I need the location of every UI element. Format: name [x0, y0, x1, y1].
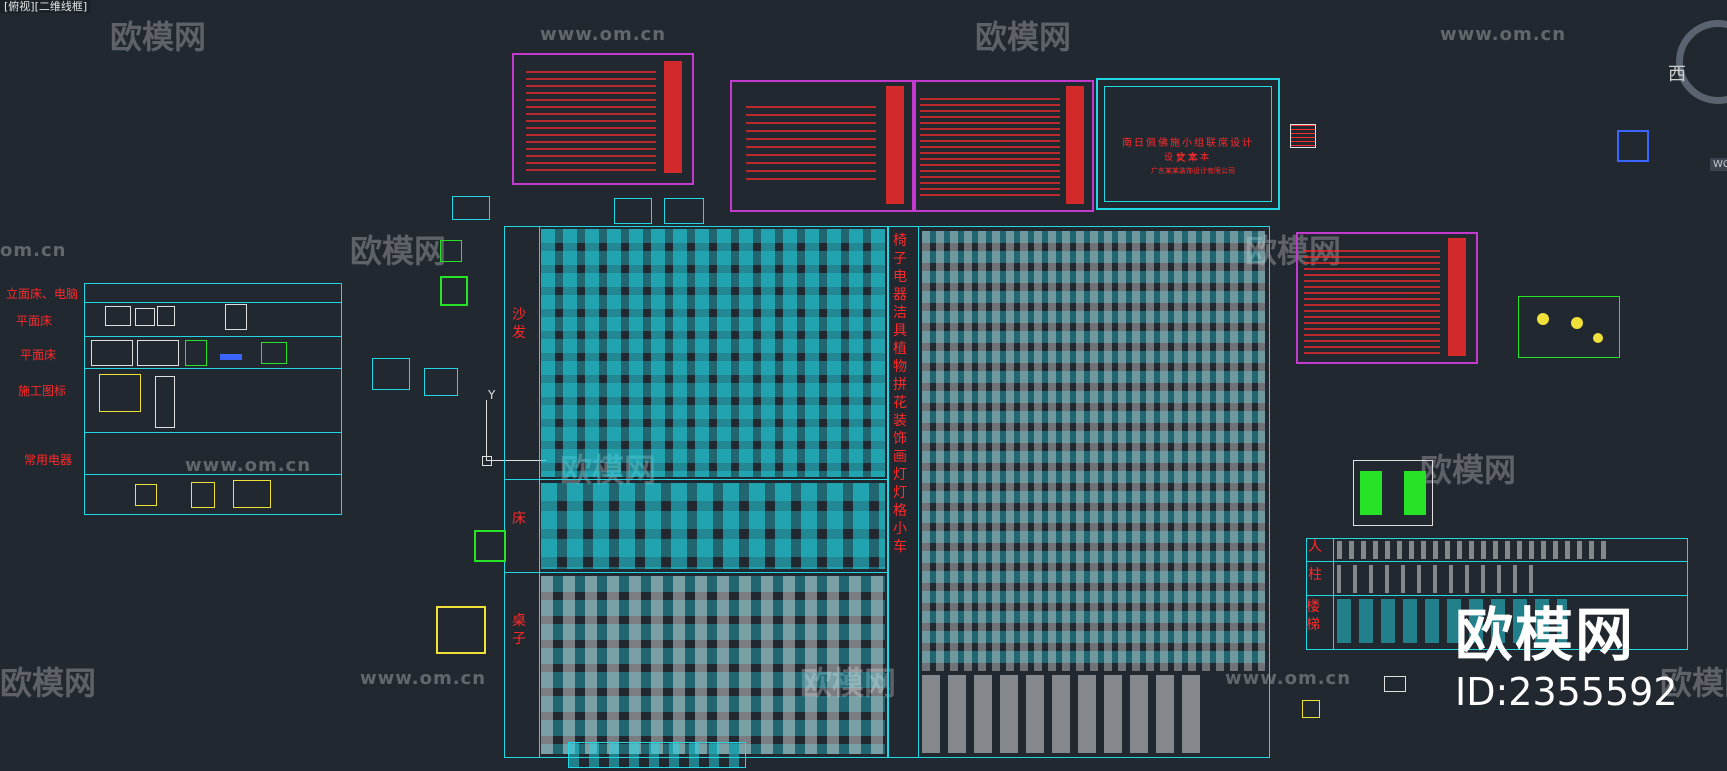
viewport-label[interactable]: [俯视][二维线框] [0, 0, 92, 13]
category-stairs: 楼梯 [1306, 599, 1320, 633]
wcs-label[interactable]: WC [1710, 158, 1727, 171]
cad-block [1290, 124, 1316, 148]
ucs-x-axis [486, 460, 546, 461]
drawing-sheet-2 [730, 80, 916, 212]
watermark-logo: 欧模网 [1660, 664, 1727, 702]
watermark-url: www.om.cn [540, 24, 667, 45]
category-bed: 床 [512, 511, 526, 527]
compass-west-label[interactable]: 西 [1668, 64, 1686, 85]
category-column-right: 椅子 电器 洁具 植物 拼花 装饰 画 灯 灯格 小车 [893, 233, 912, 555]
library-grid-right [887, 226, 1270, 758]
legend-table [84, 283, 342, 515]
cad-block [664, 198, 704, 224]
watermark-logo: 欧模网 [0, 664, 97, 702]
watermark-url: www.om.cn [360, 668, 487, 689]
ucs-y-label: Y [488, 388, 496, 402]
category-table: 桌子 [512, 613, 526, 647]
cad-block [440, 240, 462, 262]
watermark-url: www.om.cn [1225, 668, 1352, 689]
cad-block [1384, 676, 1406, 692]
cad-block [474, 530, 506, 562]
cad-plan-block [1518, 296, 1620, 358]
ucs-y-axis [486, 400, 487, 460]
cad-block [424, 368, 458, 396]
brand-logo: 欧模网 [1455, 601, 1636, 669]
watermark-url: www.om.cn [1440, 24, 1567, 45]
legend-row-appliances: 常用电器 [24, 453, 73, 467]
legend-row-plan-bed-2: 平面床 [20, 348, 57, 362]
cover-title: 南日佩佛施小组联席设计文本 [1122, 138, 1254, 164]
cad-block [452, 196, 490, 220]
cad-block [568, 742, 746, 768]
cad-block [1302, 700, 1320, 718]
category-column: 柱 [1308, 567, 1322, 583]
cad-block [614, 198, 652, 224]
watermark-logo: 欧模网 [975, 18, 1072, 56]
cover-sheet: 南日佩佛施小组联席设计文本 设计文本 广东某某装饰设计有限公司 [1096, 78, 1280, 210]
watermark-logo: 欧模网 [1420, 451, 1517, 489]
watermark-logo: 欧模网 [800, 658, 896, 704]
legend-row-elevation-bed: 立面床、电脑 [6, 287, 79, 301]
cover-subtitle: 设计文本 [1163, 153, 1212, 163]
category-sofa: 沙发 [512, 307, 526, 341]
drawing-sheet-3 [912, 80, 1094, 212]
brand-id: ID:2355592 [1455, 670, 1678, 714]
watermark-logo: 欧模网 [350, 232, 447, 270]
drawing-sheet-1 [512, 53, 694, 185]
category-people: 人 [1308, 539, 1322, 555]
viewcube-compass[interactable] [1676, 20, 1727, 104]
watermark-logo: 欧模网 [110, 18, 207, 56]
cover-company: 广东某某装饰设计有限公司 [1151, 167, 1235, 175]
watermark-url: om.cn [0, 240, 67, 261]
cad-block [1617, 130, 1649, 162]
library-grid-left [504, 226, 889, 758]
cad-perspective-block [1353, 460, 1433, 526]
cad-block [372, 358, 410, 390]
watermark-url: www.om.cn [185, 455, 312, 476]
people-column-stairs-table [1306, 538, 1688, 650]
cad-block [436, 606, 486, 654]
legend-row-construction-icons: 施工图标 [18, 384, 67, 398]
drawing-sheet-4 [1296, 232, 1478, 364]
legend-row-plan-bed: 平面床 [16, 314, 53, 328]
cad-block [440, 276, 468, 306]
ucs-origin-icon [482, 456, 492, 466]
